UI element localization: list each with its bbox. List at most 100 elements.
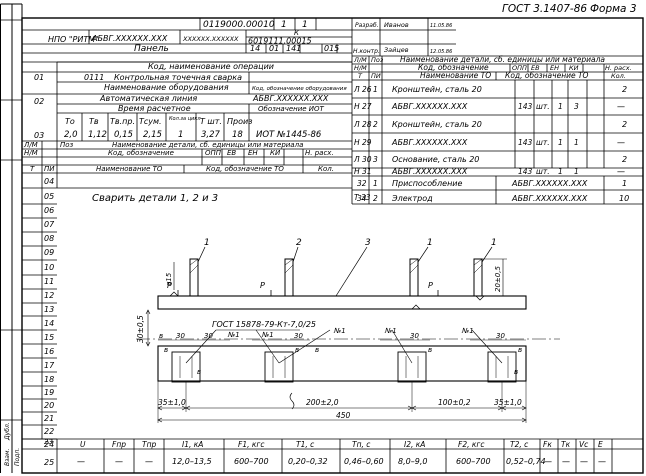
col-nm: Н/М xyxy=(24,149,38,157)
iot-title: Обозначение ИОТ xyxy=(258,105,325,113)
small-dim-1: 30 xyxy=(176,332,185,340)
form-label: Форма 3 xyxy=(590,3,637,15)
small-dim-2: 30 xyxy=(204,332,213,340)
side-stamp-2: Подп. xyxy=(14,448,21,466)
bt-v-tk: — xyxy=(562,457,570,466)
rp-en-29: 1 xyxy=(558,138,563,147)
press-left: P xyxy=(167,281,172,290)
bracket-1 xyxy=(189,258,199,297)
code-b: 01 xyxy=(269,44,279,53)
row-num-03: 03 xyxy=(34,131,44,140)
row-num-23: 23 xyxy=(44,438,53,446)
product-name: Панель xyxy=(134,44,169,54)
callout-5: 1 xyxy=(491,238,497,248)
bt-v-t1: 0,20–0,32 xyxy=(288,457,328,466)
rp-ki-31: 1 xyxy=(574,167,579,176)
doc-code: 0119000.00010 xyxy=(203,20,275,30)
rp-row-33: Т 33 xyxy=(354,193,371,202)
code-d: 015 xyxy=(324,44,339,53)
rp-row-29: Н 29 xyxy=(354,138,372,147)
time-header-tv: Тв xyxy=(89,117,99,126)
col-pi: ПИ xyxy=(44,165,55,173)
time-header-tsht: Т шт. xyxy=(200,117,222,126)
rp-rash-31: — xyxy=(617,167,625,176)
side-stamp: Взам. Подп. Дубл. xyxy=(4,422,21,466)
bottom-table-headers: U Fпр Tпр I1, кА F1, кгс T1, с Tп, с I2,… xyxy=(80,440,603,449)
rp-name-30: Основание, сталь 20 xyxy=(392,155,479,164)
row-num-17: 17 xyxy=(44,361,55,370)
rp-en-27: 1 xyxy=(558,102,563,111)
time-header-tsum: Тсум. xyxy=(139,117,162,126)
bt-h-f1: F1, кгс xyxy=(238,440,265,449)
rp-rash-29: — xyxy=(617,138,625,147)
time-value-tv: 1,12 xyxy=(88,130,107,140)
rp-opp-27: 143 xyxy=(518,102,533,111)
bt-v-vs: — xyxy=(580,457,588,466)
bt-h-u: U xyxy=(80,440,86,449)
rp-ev-31: шт. xyxy=(536,167,550,176)
bt-v-fk: — xyxy=(544,457,552,466)
right-table-header: Л/М Поз Наименование детали, сб. единицы… xyxy=(353,55,632,80)
rp-row-27: Н 27 xyxy=(354,102,372,111)
row-num-01: 01 xyxy=(34,73,44,82)
left-parts-header-grid xyxy=(22,141,352,174)
col-ev: ЕВ xyxy=(227,149,236,157)
checked-label: Н.контр. xyxy=(353,48,380,55)
side-stamp-3: Дубл. xyxy=(4,422,11,441)
row-num-09: 09 xyxy=(44,248,54,257)
rp-name-33: Приспособление xyxy=(392,179,463,188)
rp-name-34: Электрод xyxy=(391,194,433,203)
b-mark-7: в xyxy=(518,346,522,354)
sheet-count: 1 xyxy=(302,20,308,30)
b-mark-6: в xyxy=(428,346,432,354)
rp-name-28: Кронштейн, сталь 20 xyxy=(392,120,482,129)
time-headers: То Тв Тв.пр. Тсум. Кол.за цикл Т шт. Про… xyxy=(65,116,252,126)
col-tool-name: Наименование ТО xyxy=(96,165,163,173)
time-value-proiz: 18 xyxy=(232,130,243,140)
r-col-t: Т xyxy=(358,72,363,80)
rp-en-31: 1 xyxy=(558,167,563,176)
row-num-05: 05 xyxy=(44,192,54,201)
r-col-tool-name: Наименование ТО xyxy=(420,71,491,80)
diameter-label: ø15 xyxy=(165,272,173,287)
weld-mark-2: №1 xyxy=(261,331,274,339)
rp-rash-33: 1 xyxy=(622,179,627,188)
bt-v-t2: 0,52–0,74 xyxy=(506,457,546,466)
time-values: 2,0 1,12 0,15 2,15 1 3,27 18 xyxy=(64,130,243,140)
press-right: P xyxy=(428,281,433,290)
rp-row-32: 32 xyxy=(357,179,367,188)
rp-name-26: Кронштейн, сталь 20 xyxy=(392,85,482,94)
developed-by: Иванов xyxy=(384,21,409,29)
rp-code-33: АБВГ.XXXXXX.XXX xyxy=(511,179,588,188)
rp-row-31: Н 31 xyxy=(354,167,372,176)
bracket-4 xyxy=(473,258,483,297)
rp-pos-28: 2 xyxy=(373,120,378,129)
letter: К xyxy=(294,29,300,37)
row-num-14: 14 xyxy=(44,319,54,328)
operation-code: 0111 xyxy=(84,73,104,82)
elevation-view xyxy=(136,246,560,340)
gost-standard: ГОСТ 3.1407-86 xyxy=(502,3,587,15)
rp-row-26: Л 26 xyxy=(353,85,372,94)
col-name-title: Наименование детали, сб. единицы или мат… xyxy=(112,141,303,149)
row-num-11: 11 xyxy=(44,277,54,286)
rp-row-30: Л 30 xyxy=(353,155,372,164)
bt-v-tp: 0,46–0,60 xyxy=(344,457,384,466)
bt-v-i1: 12,0–13,5 xyxy=(172,457,212,466)
rp-name-27: АБВГ.XXXXXX.XXX xyxy=(391,102,468,111)
plan-bracket-4 xyxy=(487,351,517,383)
rp-ev-27: шт. xyxy=(536,102,550,111)
r-col-ki: КИ xyxy=(569,64,579,72)
code-main: 6019111.00015 xyxy=(248,37,312,46)
bt-v-i2: 8,0–9,0 xyxy=(398,457,427,466)
rp-opp-31: 143 xyxy=(518,167,533,176)
r-col-pi: ПИ xyxy=(371,72,381,80)
r-col-en: ЕН xyxy=(550,64,559,72)
row-num-19: 19 xyxy=(44,388,54,397)
organization: НПО "РИТМ" xyxy=(48,35,99,44)
left-row-numbers: 04 05 06 07 08 09 10 11 12 13 14 15 16 1… xyxy=(44,177,55,446)
bt-v-tpr: — xyxy=(145,457,153,466)
left-row-grid xyxy=(22,173,643,440)
rp-row-34: 34 xyxy=(357,194,367,203)
